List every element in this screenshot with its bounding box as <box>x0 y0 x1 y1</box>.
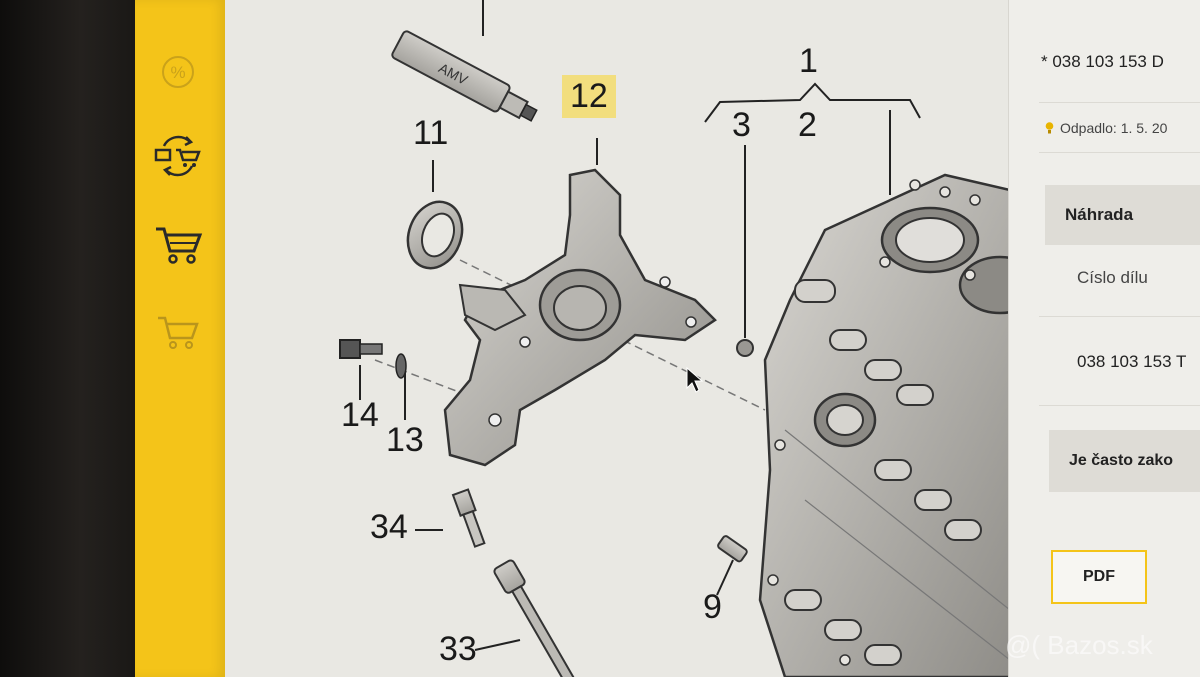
callout-11[interactable]: 11 <box>413 114 449 152</box>
watermark: @( Bazos.sk <box>1005 630 1153 660</box>
percent-icon[interactable]: % <box>150 46 206 98</box>
callout-3[interactable]: 3 <box>732 106 751 144</box>
odpadlo-date: Odpadlo: 1. 5. 20 <box>1045 120 1167 136</box>
callout-34[interactable]: 34 <box>370 508 408 546</box>
replacement-part-number[interactable]: 038 103 153 T <box>1077 352 1187 371</box>
divider <box>1039 316 1200 317</box>
cislo-dilu-label: Císlo dílu <box>1077 268 1148 287</box>
cart-outline-icon[interactable] <box>150 305 206 357</box>
svg-text:%: % <box>170 63 185 82</box>
cart-icon[interactable] <box>150 218 206 270</box>
divider <box>1039 405 1200 406</box>
nahrada-section-header: Náhrada <box>1045 185 1200 245</box>
parts-diagram: AMV <box>225 0 1010 677</box>
monitor-bezel <box>0 0 135 677</box>
pdf-button[interactable]: PDF <box>1051 550 1147 604</box>
callout-33[interactable]: 33 <box>439 630 477 668</box>
part-number: * 038 103 153 D <box>1041 52 1164 71</box>
callout-14[interactable]: 14 <box>341 396 379 434</box>
bulb-icon <box>1045 122 1054 134</box>
cart-exchange-icon[interactable] <box>150 130 206 182</box>
callout-9[interactable]: 9 <box>703 588 722 626</box>
callout-13[interactable]: 13 <box>386 421 424 459</box>
often-bought-header: Je často zako <box>1049 430 1200 492</box>
exploded-view-drawing: AMV <box>339 0 1010 677</box>
divider <box>1039 102 1200 103</box>
odpadlo-text: Odpadlo: 1. 5. 20 <box>1060 120 1168 136</box>
sidebar: % <box>135 0 225 677</box>
part-detail-panel: * 038 103 153 D Odpadlo: 1. 5. 20 Náhrad… <box>1008 0 1200 677</box>
callout-2[interactable]: 2 <box>798 106 817 144</box>
callout-1[interactable]: 1 <box>799 42 818 80</box>
callout-12-highlighted[interactable]: 12 <box>562 75 616 118</box>
divider <box>1039 152 1200 153</box>
